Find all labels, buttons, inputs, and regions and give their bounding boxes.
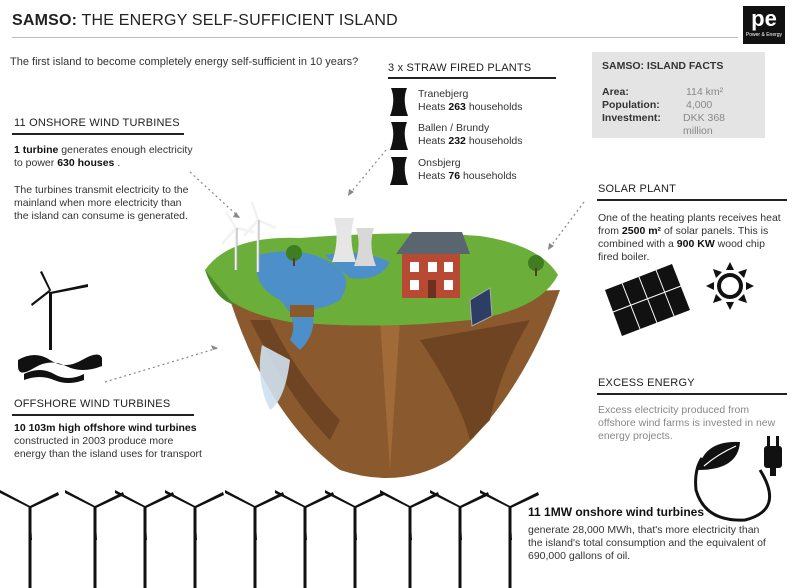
plant-name: Onsbjerg xyxy=(418,157,461,169)
bottom-turbine xyxy=(165,490,224,588)
intro-text: The first island to become completely en… xyxy=(10,56,359,68)
title-bold: SAMSO: xyxy=(12,12,78,29)
arrow-straw xyxy=(347,149,387,197)
offshore-rule xyxy=(12,414,194,416)
leaf-plug-icon xyxy=(694,436,782,522)
solar-text: One of the heating plants receives heat … xyxy=(598,212,781,263)
onshore-heading: 11 ONSHORE WIND TURBINES xyxy=(14,117,180,129)
island-turbines xyxy=(221,201,277,272)
title-rest: THE ENERGY SELF-SUFFICIENT ISLAND xyxy=(77,12,398,29)
bottom-turbine xyxy=(225,490,284,588)
arrow-heads xyxy=(211,189,554,350)
plant-tranebjerg: Tranebjerg Heats 263 households xyxy=(388,88,523,116)
fact-investment: Investment:DKK 368 million xyxy=(602,112,726,137)
pe-logo: pe Power & Energy xyxy=(743,6,785,44)
solar-rule xyxy=(597,199,787,201)
arrow-offshore xyxy=(104,347,219,383)
house-illustration xyxy=(396,232,470,298)
page-title: SAMSO: THE ENERGY SELF-SUFFICIENT ISLAND xyxy=(12,12,398,30)
facts-heading: SAMSO: ISLAND FACTS xyxy=(602,60,724,72)
onshore-text-1: 1 turbine generates enough electricity t… xyxy=(14,144,193,169)
excess-heading: EXCESS ENERGY xyxy=(598,377,695,389)
cooling-tower-icon xyxy=(390,122,408,150)
plant-name: Ballen / Brundy xyxy=(418,122,490,134)
bottom-turbine xyxy=(275,490,334,588)
onshore-rule xyxy=(12,133,184,135)
island-solar-panel xyxy=(469,287,493,327)
island-grass xyxy=(205,233,558,326)
bottom-turbine xyxy=(430,490,489,588)
sun-icon xyxy=(706,262,754,310)
island-facts-box: SAMSO: ISLAND FACTS Area:114 km² Populat… xyxy=(592,52,765,138)
island-cooling-tower xyxy=(332,218,356,262)
onshore-text-2: The turbines transmit electricity to the… xyxy=(14,184,189,222)
lake xyxy=(256,251,347,309)
bottom-turbine xyxy=(325,490,384,588)
bottom-turbine xyxy=(65,490,124,588)
bottom-heading: 11 1MW onshore wind turbines xyxy=(528,505,705,519)
title-divider xyxy=(12,37,738,38)
arrow-onshore xyxy=(189,171,241,219)
logo-subtext: Power & Energy xyxy=(745,32,783,38)
island-rock xyxy=(230,290,560,478)
excess-rule xyxy=(597,393,787,395)
offshore-heading: OFFSHORE WIND TURBINES xyxy=(14,398,171,410)
waterfall xyxy=(259,345,290,410)
plant-ballen-brundy: Ballen / Brundy Heats 232 households xyxy=(388,122,523,150)
tree xyxy=(286,245,302,261)
offshore-text: 10 103m high offshore wind turbines cons… xyxy=(14,422,202,460)
excess-text: Excess electricity produced from offshor… xyxy=(598,404,776,442)
straw-rule xyxy=(388,77,556,79)
plant-heats: Heats 263 households xyxy=(418,101,523,113)
fact-area: Area:114 km² xyxy=(602,86,724,98)
bottom-turbine xyxy=(380,490,439,588)
plant-onsbjerg: Onsbjerg Heats 76 households xyxy=(388,157,517,185)
tree xyxy=(528,255,544,271)
plant-name: Tranebjerg xyxy=(418,88,469,100)
bottom-turbine xyxy=(115,490,174,588)
straw-heading: 3 x STRAW FIRED PLANTS xyxy=(388,62,532,74)
solar-heading: SOLAR PLANT xyxy=(598,183,677,195)
cooling-tower-icon xyxy=(390,157,408,185)
floating-island xyxy=(205,218,560,478)
plant-heats: Heats 232 households xyxy=(418,135,523,147)
arrow-solar xyxy=(547,201,585,251)
bottom-text: generate 28,000 MWh, that's more electri… xyxy=(528,524,766,562)
offshore-turbine-icon xyxy=(18,271,102,383)
cooling-tower-icon xyxy=(390,88,408,116)
plant-heats: Heats 76 households xyxy=(418,170,517,182)
solar-panel-icon xyxy=(605,264,690,336)
fact-population: Population:4,000 xyxy=(602,99,713,111)
logo-text: pe xyxy=(751,6,777,31)
bottom-turbine-row xyxy=(0,490,539,588)
bottom-turbine xyxy=(0,490,59,588)
